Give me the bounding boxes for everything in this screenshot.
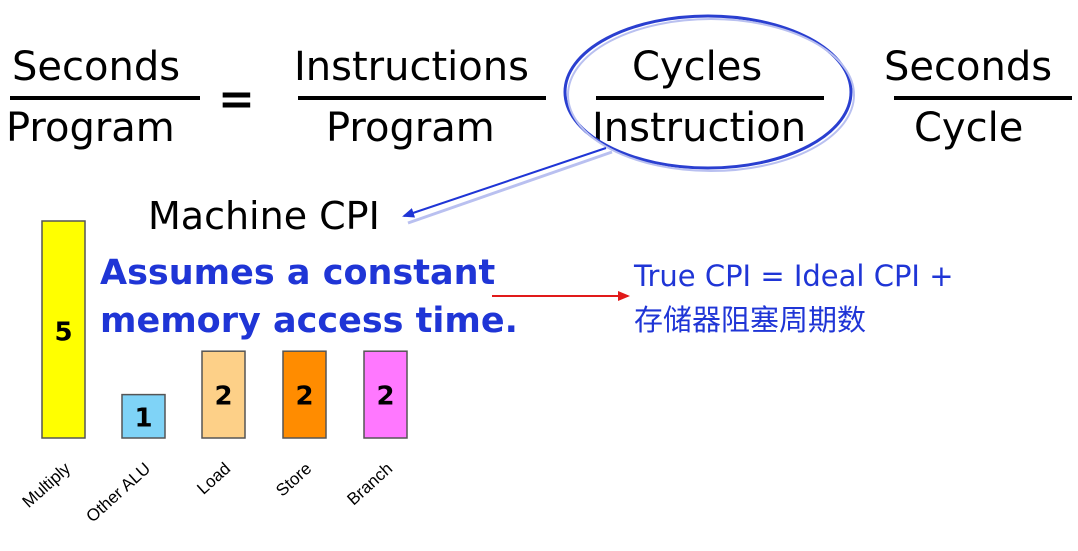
term3-numerator: Seconds <box>884 44 1053 90</box>
category-label: Load <box>193 459 234 498</box>
term1-denominator: Program <box>326 105 495 151</box>
category-label: Branch <box>343 459 396 509</box>
lhs-numerator: Seconds <box>12 44 181 90</box>
term2-numerator: Cycles <box>632 44 763 90</box>
bar-other-alu <box>121 393 166 439</box>
bar-value-label: 2 <box>376 382 394 412</box>
bar-value-label: 1 <box>134 403 152 433</box>
bar-value-label: 5 <box>54 318 72 348</box>
category-label: Store <box>272 459 315 500</box>
bar-value-label: 2 <box>214 382 232 412</box>
term1-numerator: Instructions <box>294 44 529 90</box>
lhs-denominator: Program <box>6 105 175 151</box>
term1-fraction-bar <box>298 96 546 100</box>
category-label: Other ALU <box>82 459 154 526</box>
bar-store <box>282 350 327 439</box>
ellipse-shadow-arrow-line <box>407 150 613 225</box>
cycles-per-instruction-highlight <box>563 14 853 170</box>
term2-denominator: Instruction <box>592 105 807 151</box>
cycles-per-instruction-highlight-shadow <box>567 18 855 172</box>
term3-denominator: Cycle <box>914 105 1024 151</box>
assumption-line-1: Assumes a constant <box>100 253 496 293</box>
term3-fraction-bar <box>894 96 1072 100</box>
bar-value-label: 2 <box>295 382 313 412</box>
true-cpi-line-1: True CPI = Ideal CPI + <box>634 259 954 293</box>
bar-multiply <box>41 220 86 439</box>
machine-cpi-label: Machine CPI <box>148 194 380 238</box>
bar-load <box>201 350 246 439</box>
category-label: Multiply <box>19 459 75 512</box>
equals-sign: = <box>218 74 255 125</box>
term2-fraction-bar <box>596 96 824 100</box>
ellipse-to-machine-cpi-arrow <box>402 147 607 218</box>
bar-branch <box>363 350 408 439</box>
lhs-fraction-bar <box>10 96 200 100</box>
assumption-line-2: memory access time. <box>100 301 518 341</box>
true-cpi-line-2: 存储器阻塞周期数 <box>634 303 867 337</box>
